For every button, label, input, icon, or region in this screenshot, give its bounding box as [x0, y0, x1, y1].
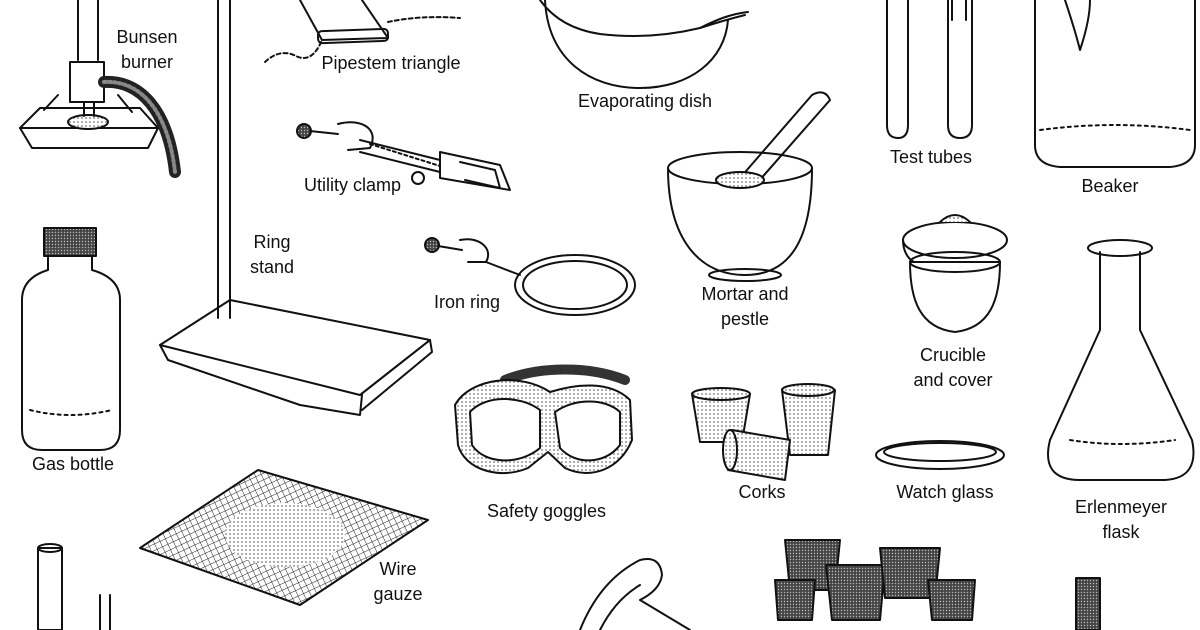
label-erlenmeyer-flask: Erlenmeyer flask [1062, 495, 1180, 545]
label-line: Erlenmeyer [1074, 497, 1168, 517]
label-wire-gauze: Wire gauze [366, 557, 430, 607]
label-line: stand [249, 257, 295, 277]
erlenmeyer-flask-drawing [1047, 239, 1195, 481]
bunsen-burner-drawing [19, 0, 181, 178]
corks-drawing [691, 383, 836, 481]
mortar-and-pestle-drawing [667, 91, 831, 282]
ring-stand-drawing [159, 0, 433, 416]
dropper-drawing [1075, 577, 1101, 630]
label-mortar-and-pestle: Mortar and pestle [685, 282, 805, 332]
label-crucible-and-cover: Crucible and cover [898, 343, 1008, 393]
label-line: Iron ring [433, 292, 501, 312]
label-line: Watch glass [896, 482, 994, 502]
label-line: pestle [720, 309, 770, 329]
safety-goggles-drawing [454, 364, 633, 475]
label-line: Bunsen [116, 27, 178, 47]
label-evaporating-dish: Evaporating dish [560, 89, 730, 114]
label-line: Utility clamp [303, 175, 401, 195]
label-beaker: Beaker [1070, 174, 1150, 199]
label-line: gauze [373, 584, 423, 604]
label-utility-clamp: Utility clamp [290, 173, 415, 198]
glass-rods-drawing [37, 543, 111, 630]
label-line: burner [120, 52, 174, 72]
label-line: Beaker [1081, 176, 1139, 196]
label-line: Gas bottle [31, 454, 115, 474]
label-gas-bottle: Gas bottle [18, 452, 128, 477]
gas-bottle-drawing [21, 227, 121, 451]
crucible-and-cover-drawing [902, 214, 1008, 333]
label-line: Wire [379, 559, 417, 579]
label-line: Pipestem triangle [321, 53, 461, 73]
crucible-tongs-drawing [579, 558, 691, 630]
label-ring-stand: Ring stand [240, 230, 304, 280]
watch-glass-drawing [875, 440, 1005, 470]
label-line: Corks [738, 482, 786, 502]
label-safety-goggles: Safety goggles [474, 499, 619, 524]
label-line: Ring [253, 232, 291, 252]
label-line: Evaporating dish [577, 91, 713, 111]
label-line: Mortar and [701, 284, 789, 304]
label-corks: Corks [724, 480, 800, 505]
rubber-stoppers-drawing [774, 539, 976, 621]
test-tubes-drawing [886, 0, 973, 139]
label-iron-ring: Iron ring [422, 290, 512, 315]
label-line: Crucible [919, 345, 987, 365]
evaporating-dish-drawing [539, 0, 749, 89]
label-line: flask [1102, 522, 1140, 542]
utility-clamp-drawing [296, 121, 511, 191]
beaker-drawing [1034, 0, 1196, 168]
label-line: and cover [913, 370, 993, 390]
label-test-tubes: Test tubes [876, 145, 986, 170]
label-line: Test tubes [889, 147, 973, 167]
label-bunsen-burner: Bunsen burner [102, 25, 192, 75]
pipestem-triangle-drawing [264, 0, 461, 63]
label-pipestem-triangle: Pipestem triangle [306, 51, 476, 76]
iron-ring-drawing [424, 237, 636, 316]
wire-gauze-drawing [139, 469, 429, 606]
label-watch-glass: Watch glass [880, 480, 1010, 505]
label-line: Safety goggles [486, 501, 607, 521]
